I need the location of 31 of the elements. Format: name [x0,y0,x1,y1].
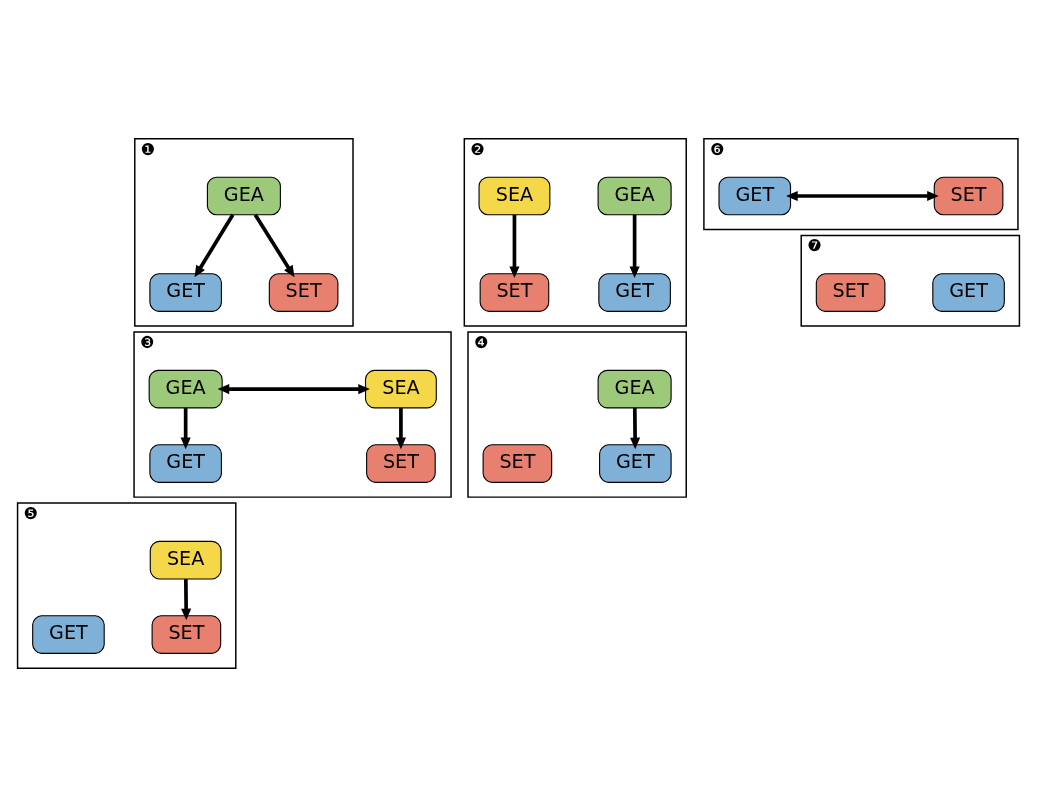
node-box: GET [599,443,672,483]
node-box: GEA [597,369,672,408]
node-box: GEA [597,176,672,215]
arrow [629,214,640,278]
arrow [194,213,235,277]
node-box: SEA [149,540,222,579]
arrow [509,214,520,278]
node-box: SEA [364,369,437,408]
node-box: GEA [206,176,281,215]
node-box: SET [482,443,553,483]
node-box: SET [268,272,339,312]
node-box: SEA [478,176,551,215]
node-box: SET [815,272,886,312]
node-box: GET [932,272,1005,312]
arrow [253,213,295,277]
arrow [395,407,406,449]
node-box: GEA [148,369,223,408]
node-box: SET [933,176,1004,215]
arrow [630,407,641,449]
node-box: GET [149,443,222,483]
node-box: SET [151,614,222,654]
node-box: GET [149,272,222,312]
node-box: GET [598,272,671,312]
node-box: SET [479,272,550,312]
arrow [217,383,370,394]
arrow [786,190,939,201]
arrow [180,407,191,449]
node-box: GET [32,614,105,654]
arrow [181,578,192,620]
node-box: GET [718,176,792,215]
node-box: SET [366,443,436,483]
